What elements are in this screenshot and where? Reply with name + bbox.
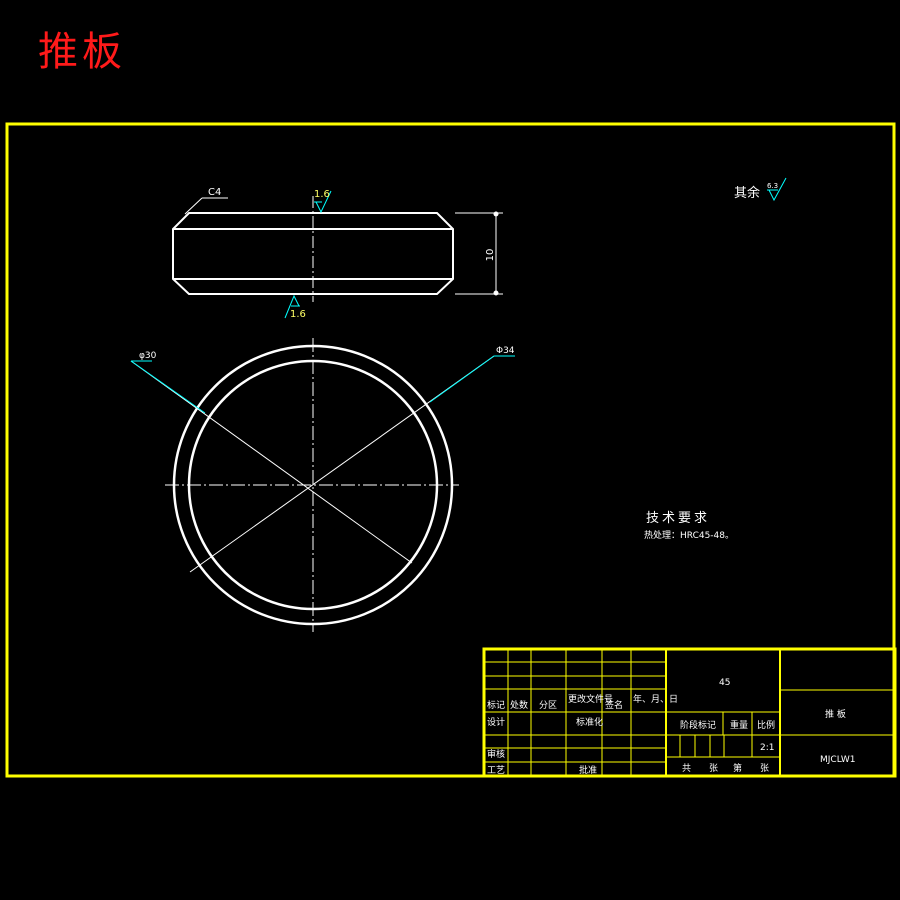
chamfer-leader <box>184 197 228 215</box>
tb-mark: 标记 <box>487 699 505 711</box>
side-view <box>172 196 503 302</box>
tb-count: 处数 <box>510 699 528 711</box>
tb-design: 设计 <box>487 716 505 728</box>
page-title: 推板 <box>38 29 126 75</box>
tech-req-line1: 热处理：HRC45-48。 <box>644 529 734 541</box>
rest-roughness-symbol <box>767 177 787 202</box>
drawing-frame <box>5 122 896 778</box>
chamfer-label: C4 <box>208 187 221 198</box>
tb-signature: 签名 <box>605 699 623 711</box>
tb-zone: 分区 <box>539 700 557 711</box>
roughness-top-label: 1.6 <box>314 189 330 200</box>
rest-roughness-label: 其余 <box>734 185 760 201</box>
tb-sheet-no: 第 张 <box>733 762 769 774</box>
roughness-top-symbol <box>314 190 332 214</box>
tech-req-title: 技术要求 <box>646 511 710 526</box>
tb-date: 年、月、日 <box>633 693 678 705</box>
outer-diameter-label: Φ34 <box>496 346 515 356</box>
diameter-leaders <box>130 355 515 414</box>
inner-diameter-label: φ30 <box>139 351 157 361</box>
tb-stage-mark: 阶段标记 <box>680 719 716 731</box>
tb-weight: 重量 <box>730 719 748 731</box>
tb-total-sheets: 共 张 <box>682 763 718 774</box>
roughness-bottom-label: 1.6 <box>290 309 306 320</box>
tb-change-doc: 更改文件号 <box>568 693 613 705</box>
title-block: 标记 处数 分区 更改文件号 签名 年、月、日 设计 标准化 审核 工艺 批准 … <box>482 647 897 778</box>
tb-drawing-no: MJCLW1 <box>820 755 856 765</box>
roughness-bottom-symbol <box>284 294 300 319</box>
tb-ratio: 比例 <box>757 719 775 731</box>
tb-review: 审核 <box>487 748 505 760</box>
tb-material: 45 <box>719 678 730 688</box>
tb-part-name: 推 板 <box>825 708 846 720</box>
top-view <box>130 338 495 632</box>
tb-standardization: 标准化 <box>576 716 603 728</box>
rest-roughness-value: 6.3 <box>767 182 778 190</box>
tb-approve: 批准 <box>579 764 597 776</box>
tb-scale: 2:1 <box>760 743 774 753</box>
thickness-label: 10 <box>485 249 496 262</box>
tb-process: 工艺 <box>487 765 505 776</box>
